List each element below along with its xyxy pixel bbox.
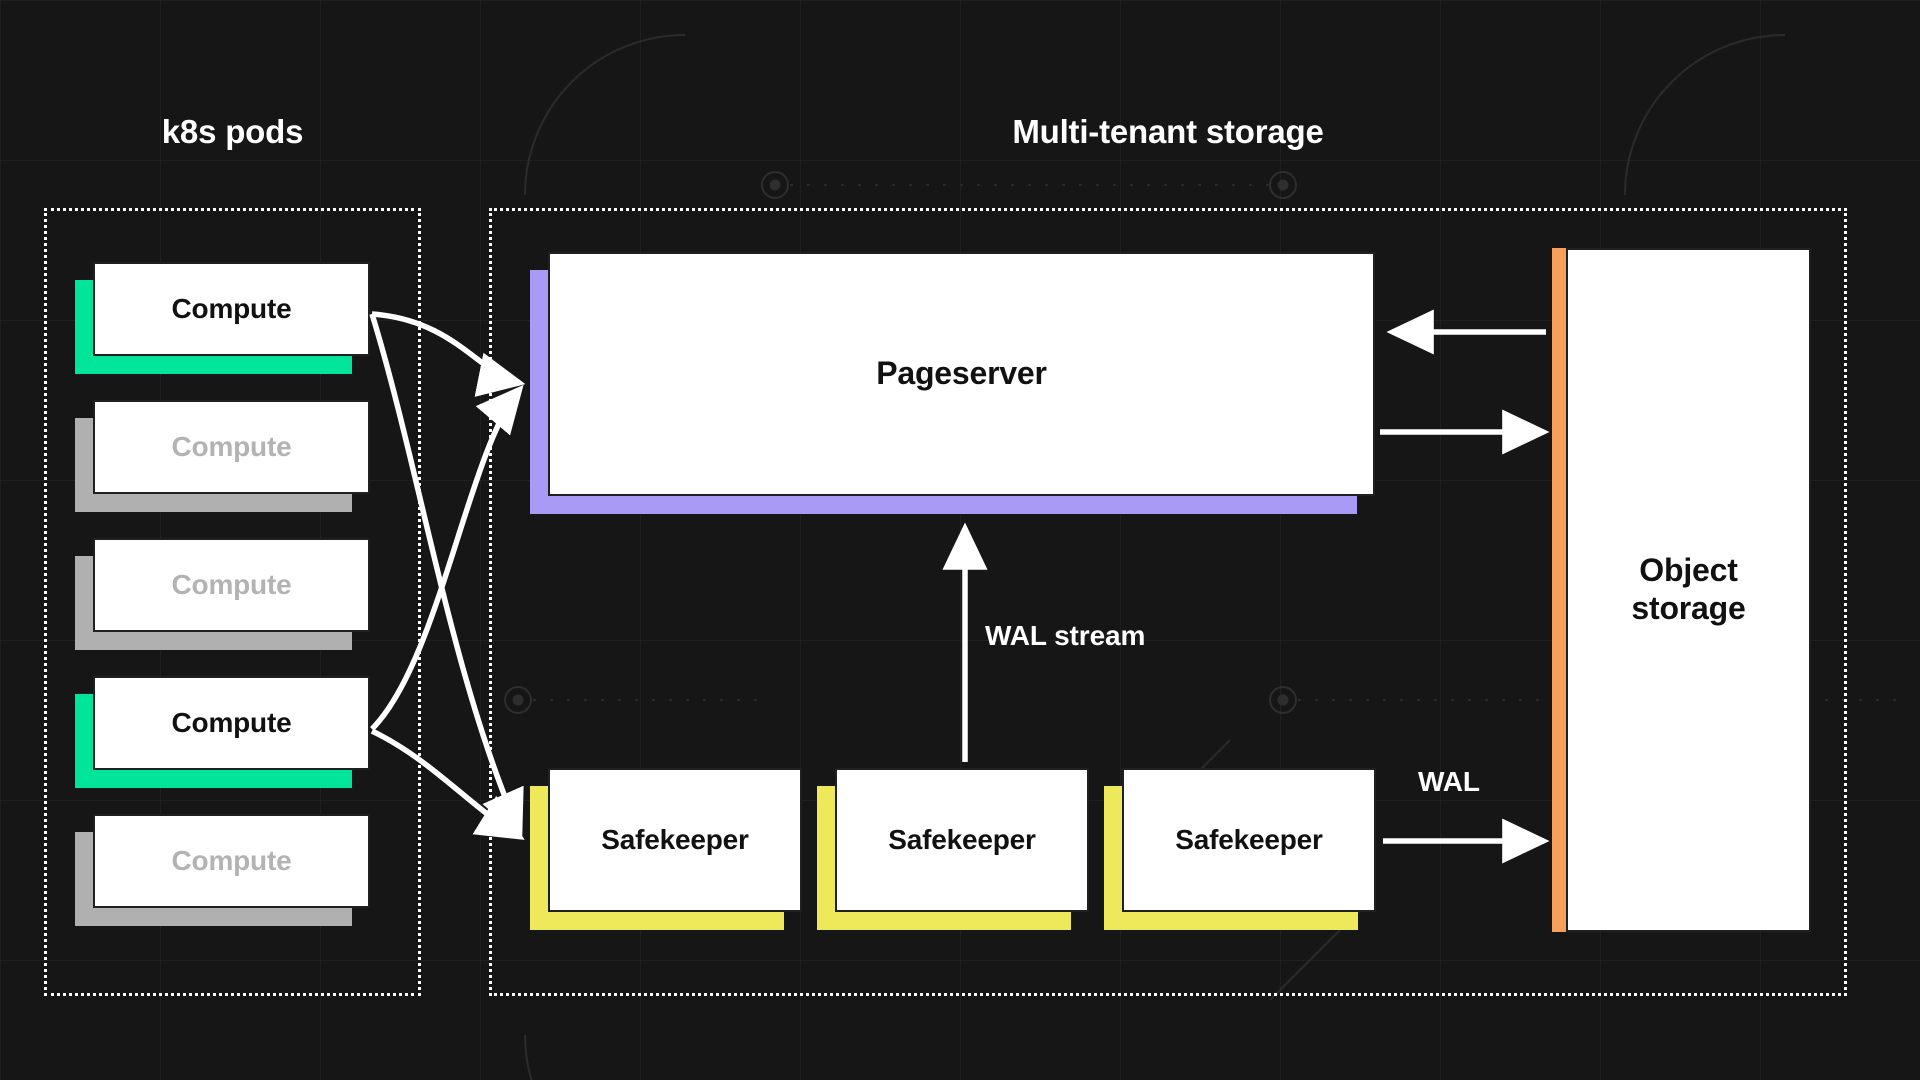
safekeeper-3-accent-left <box>1104 786 1122 930</box>
group-title-multi-tenant-storage: Multi-tenant storage <box>1012 113 1324 150</box>
compute-2-label: Compute <box>171 431 292 463</box>
compute-4-accent-bottom <box>75 770 352 788</box>
safekeeper-2-accent-bottom <box>817 912 1071 930</box>
compute-4-label: Compute <box>171 707 292 739</box>
compute-1-card: Compute <box>93 262 370 356</box>
node-pageserver[interactable]: Pageserver <box>530 252 1375 514</box>
object-storage-label-line1: Object <box>1639 552 1738 589</box>
compute-3-label: Compute <box>171 569 292 601</box>
pageserver-accent-left <box>530 270 548 514</box>
compute-5-label: Compute <box>171 845 292 877</box>
safekeeper-3-label: Safekeeper <box>1175 824 1323 856</box>
safekeeper-2-label: Safekeeper <box>888 824 1036 856</box>
compute-2-card: Compute <box>93 400 370 494</box>
compute-3-accent-bottom <box>75 632 352 650</box>
object-storage-accent-left <box>1552 248 1566 932</box>
pageserver-label: Pageserver <box>876 355 1047 392</box>
compute-1-accent-bottom <box>75 356 352 374</box>
node-safekeeper-3[interactable]: Safekeeper <box>1104 768 1376 930</box>
node-safekeeper-1[interactable]: Safekeeper <box>530 768 802 930</box>
node-safekeeper-2[interactable]: Safekeeper <box>817 768 1089 930</box>
compute-2-accent-bottom <box>75 494 352 512</box>
node-compute-2[interactable]: Compute <box>75 400 370 512</box>
pageserver-accent-bottom <box>530 496 1357 514</box>
compute-5-accent-bottom <box>75 908 352 926</box>
safekeeper-1-accent-left <box>530 786 548 930</box>
node-compute-4[interactable]: Compute <box>75 676 370 788</box>
safekeeper-1-accent-bottom <box>530 912 784 930</box>
safekeeper-2-accent-left <box>817 786 835 930</box>
compute-1-label: Compute <box>171 293 292 325</box>
safekeeper-2-card: Safekeeper <box>835 768 1089 912</box>
node-compute-5[interactable]: Compute <box>75 814 370 926</box>
node-compute-1[interactable]: Compute <box>75 262 370 374</box>
safekeeper-1-label: Safekeeper <box>601 824 749 856</box>
compute-5-card: Compute <box>93 814 370 908</box>
compute-3-card: Compute <box>93 538 370 632</box>
node-compute-3[interactable]: Compute <box>75 538 370 650</box>
safekeeper-1-card: Safekeeper <box>548 768 802 912</box>
safekeeper-3-accent-bottom <box>1104 912 1358 930</box>
edge-label-wal: WAL <box>1418 766 1480 797</box>
pageserver-card: Pageserver <box>548 252 1375 496</box>
safekeeper-3-card: Safekeeper <box>1122 768 1376 912</box>
object-storage-label-line2: storage <box>1631 590 1746 626</box>
group-title-k8s-pods: k8s pods <box>161 113 304 150</box>
edge-label-wal-stream: WAL stream <box>985 620 1146 651</box>
compute-4-card: Compute <box>93 676 370 770</box>
